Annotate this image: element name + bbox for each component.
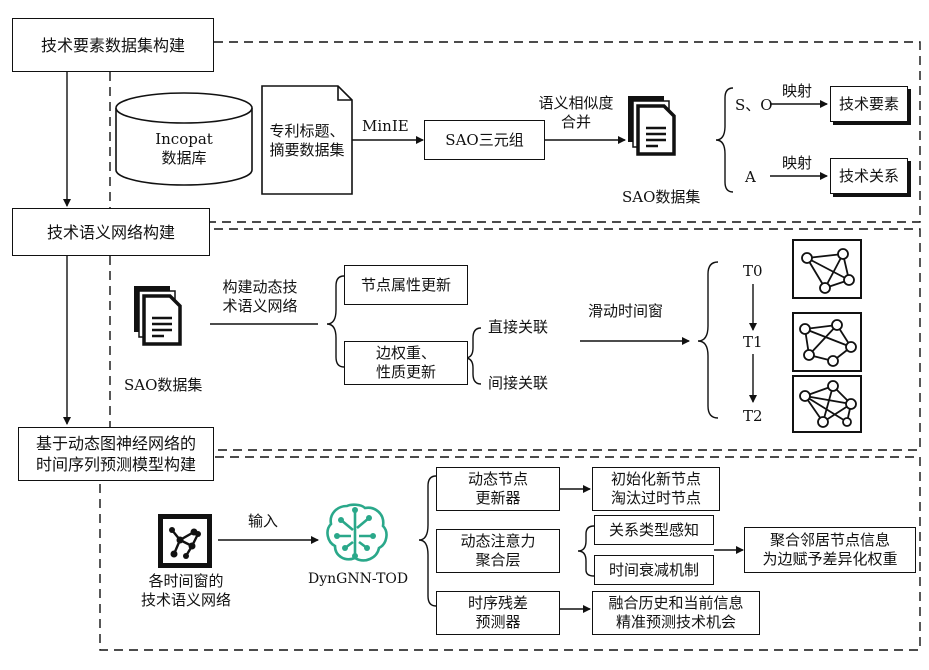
time-t2-label: T2 (743, 407, 763, 425)
aggregate-neighbor-box: 聚合邻居节点信息 为边赋予差异化权重 (744, 527, 916, 573)
edge-weight-update-box: 边权重、 性质更新 (344, 341, 468, 385)
dynamic-attention-box: 动态注意力 聚合层 (436, 529, 560, 573)
model-name-label: DynGNN-TOD (308, 571, 409, 587)
network-graph-icon (792, 312, 862, 372)
model-network-icon (326, 503, 388, 562)
indirect-relation-label: 间接关联 (488, 374, 549, 392)
input-network-label: 各时间窗的 技术语义网络 (140, 572, 231, 609)
residual-predictor-box: 时序残差 预测器 (436, 591, 560, 635)
dataset-icon (134, 286, 182, 346)
sliding-window-label: 滑动时间窗 (588, 302, 664, 320)
direct-relation-label: 直接关联 (488, 318, 549, 336)
stage-title: 技术语义网络构建 (46, 222, 175, 242)
input-arrow-label: 输入 (248, 512, 279, 530)
database-icon (115, 92, 253, 186)
so-label: S、O (735, 96, 773, 114)
map-label-1: 映射 (782, 82, 813, 100)
dataset-icon (628, 96, 676, 156)
stage-title-line1: 基于动态图神经网络的 (35, 434, 196, 453)
network-graph-icon (792, 375, 862, 433)
similarity-merge-label: 语义相似度 合并 (538, 94, 614, 131)
time-decay-box: 时间衰减机制 (594, 555, 714, 585)
patent-dataset-label: 专利标题、 摘要数据集 (269, 122, 345, 159)
stage-title-line2: 时间序列预测模型构建 (35, 455, 196, 474)
network-graph-icon (792, 239, 862, 299)
build-network-label: 构建动态技 术语义网络 (222, 278, 298, 315)
stage-semantic-network: 技术语义网络构建 (12, 208, 210, 256)
document-icon (261, 85, 353, 195)
stage-title: 技术要素数据集构建 (40, 35, 185, 55)
time-t1-label: T1 (743, 333, 763, 351)
network-input-icon (158, 514, 212, 568)
sao-dataset-label: SAO数据集 (622, 188, 701, 206)
stage-tech-element-dataset: 技术要素数据集构建 (12, 18, 214, 72)
dynamic-node-updater-box: 动态节点 更新器 (436, 467, 560, 511)
sao-triple-box: SAO三元组 (424, 120, 545, 160)
fuse-predict-box: 融合历史和当前信息 精准预测技术机会 (592, 591, 760, 635)
time-t0-label: T0 (743, 262, 763, 280)
relation-type-aware-box: 关系类型感知 (594, 515, 714, 545)
minie-label: MinIE (362, 117, 409, 135)
a-label: A (745, 168, 756, 186)
database-label: Incopat 数据库 (155, 130, 213, 167)
node-init-remove-box: 初始化新节点 淘汰过时节点 (592, 467, 720, 511)
tech-element-box: 技术要素 (830, 86, 908, 122)
sao-dataset-label-2: SAO数据集 (124, 376, 203, 394)
map-label-2: 映射 (782, 154, 813, 172)
stage-prediction-model: 基于动态图神经网络的 时间序列预测模型构建 (18, 427, 214, 481)
node-attribute-update-box: 节点属性更新 (344, 265, 468, 305)
tech-relation-box: 技术关系 (830, 158, 908, 194)
